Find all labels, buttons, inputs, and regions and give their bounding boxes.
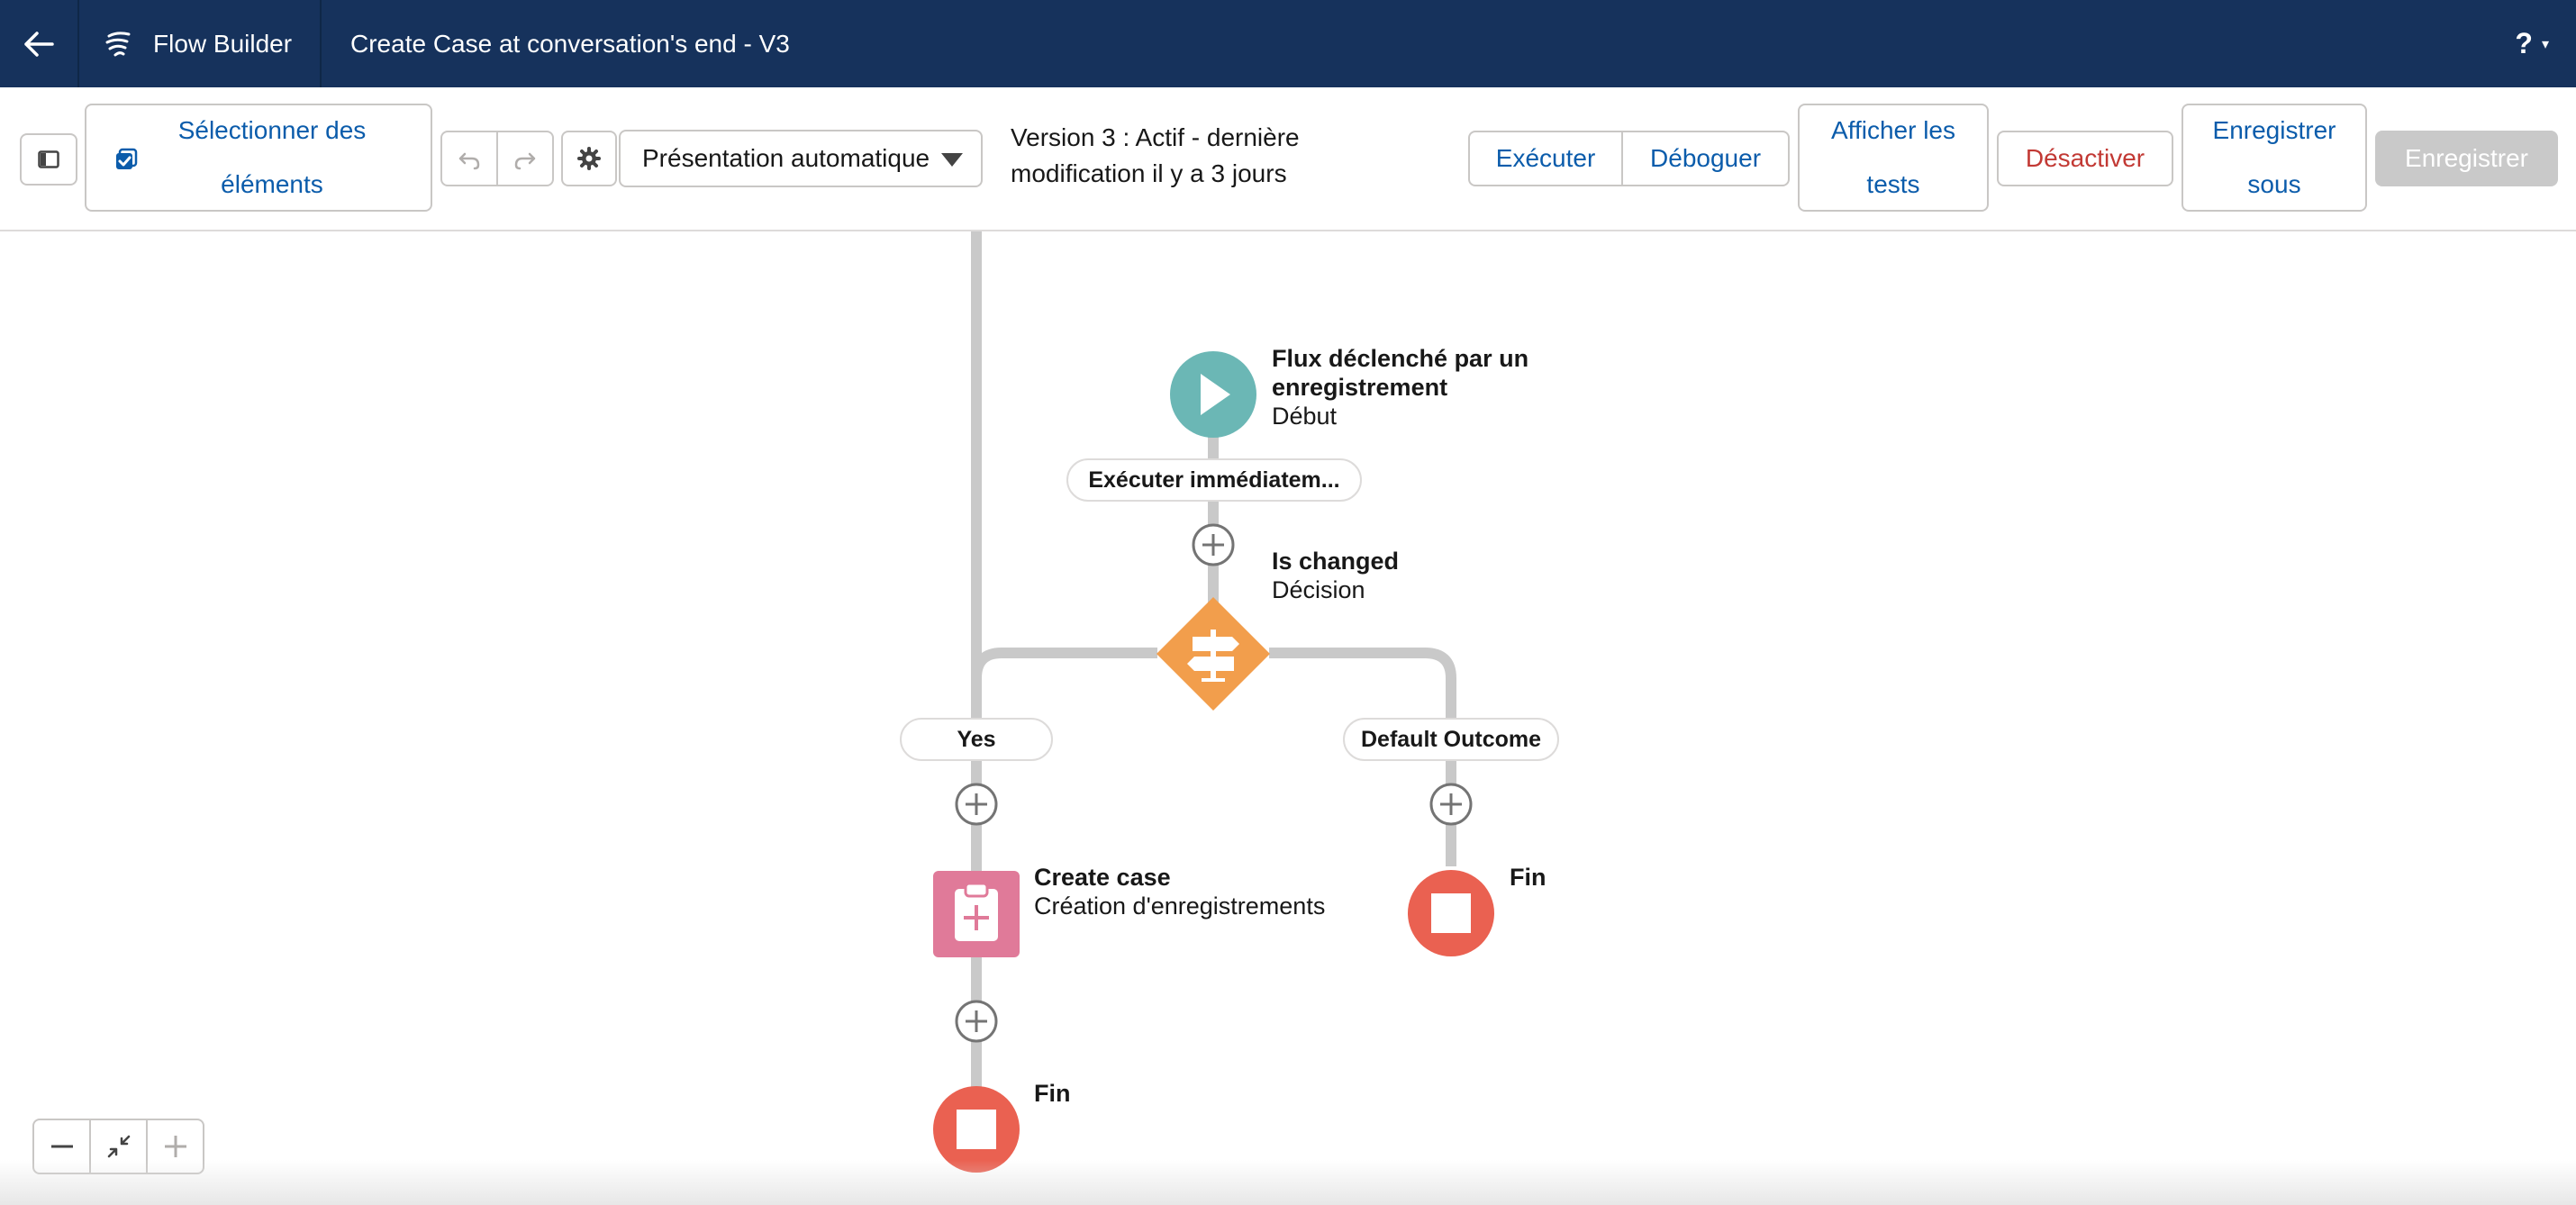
canvas-bottom-shade: [0, 1160, 2576, 1205]
flow-icon: [105, 31, 131, 56]
layout-select[interactable]: Présentation automatique: [619, 130, 983, 187]
app-brand: Flow Builder: [104, 0, 292, 87]
help-menu-button[interactable]: ? ▾: [2515, 0, 2549, 87]
end-node-left-title: Fin: [1034, 1080, 1071, 1107]
select-elements-label: Sélectionner des éléments: [178, 104, 367, 212]
save-as-label: Enregistrer sous: [2213, 104, 2336, 212]
run-debug-group: Exécuter Déboguer: [1468, 131, 1790, 186]
chevron-down-icon: [941, 153, 963, 167]
gear-icon: [577, 147, 601, 170]
start-node-label: Flux déclenché par un enregistrement Déb…: [1272, 344, 1528, 430]
view-tests-label-line1: Afficher les: [1831, 116, 1955, 144]
run-immediately-path-label[interactable]: Exécuter immédiatem...: [1066, 458, 1362, 502]
header-divider: [77, 0, 79, 87]
view-tests-label-line2: tests: [1866, 170, 1920, 198]
select-elements-button[interactable]: Sélectionner des éléments: [85, 104, 432, 212]
undo-redo-group: [440, 131, 554, 186]
end-node-left[interactable]: [933, 1086, 1020, 1173]
clipboard-add-icon: [955, 882, 998, 941]
version-status-line2: modification il y a 3 jours: [1011, 159, 1287, 187]
start-node-title-line1: Flux déclenché par un: [1272, 345, 1529, 372]
arrow-left-icon: [24, 31, 54, 57]
undo-icon: [458, 152, 480, 170]
view-tests-label: Afficher les tests: [1831, 104, 1955, 212]
settings-button[interactable]: [561, 131, 617, 186]
fit-view-icon: [107, 1135, 130, 1158]
checkbox-select-icon: [116, 148, 138, 169]
decision-node[interactable]: [1156, 597, 1270, 711]
add-element-button[interactable]: [955, 1000, 998, 1043]
outcome-default-label[interactable]: Default Outcome: [1343, 718, 1559, 761]
run-button[interactable]: Exécuter: [1495, 144, 1596, 172]
end-node-right-title: Fin: [1510, 864, 1547, 891]
signpost-icon: [1187, 630, 1239, 682]
redo-button[interactable]: [496, 132, 552, 185]
plus-icon: [966, 793, 987, 815]
undo-button[interactable]: [442, 132, 496, 185]
plus-icon: [164, 1136, 186, 1157]
stop-icon: [1431, 893, 1471, 933]
panel-toggle-icon: [38, 150, 59, 168]
toolbar: Sélectionner des éléments Présentation a…: [0, 87, 2576, 231]
create-case-node-type: Création d'enregistrements: [1034, 892, 1326, 920]
layout-select-value: Présentation automatique: [642, 144, 930, 172]
decision-node-type: Décision: [1272, 576, 1365, 603]
save-button[interactable]: Enregistrer: [2375, 131, 2558, 186]
flow-diagram: [933, 231, 1494, 1173]
flow-canvas[interactable]: Flux déclenché par un enregistrement Déb…: [0, 231, 2576, 1205]
app-name: Flow Builder: [153, 29, 293, 58]
chevron-down-icon: ▾: [2541, 36, 2549, 52]
back-button[interactable]: [0, 0, 77, 87]
save-as-button[interactable]: Enregistrer sous: [2181, 104, 2367, 212]
fit-view-button[interactable]: [89, 1120, 146, 1173]
select-elements-label-line1: Sélectionner des: [177, 116, 367, 144]
zoom-in-button[interactable]: [146, 1120, 203, 1173]
header-divider: [320, 0, 322, 87]
decision-node-title: Is changed: [1272, 548, 1400, 575]
end-node-right-label: Fin: [1510, 863, 1547, 892]
add-element-button[interactable]: [1192, 523, 1235, 566]
flow-title: Create Case at conversation's end - V3: [350, 30, 790, 58]
end-node-left-label: Fin: [1034, 1079, 1071, 1108]
decision-node-label: Is changed Décision: [1272, 547, 1399, 604]
help-icon: ?: [2515, 27, 2533, 59]
create-case-node-label: Create case Création d'enregistrements: [1034, 863, 1325, 920]
plus-icon: [1202, 534, 1224, 556]
add-element-button[interactable]: [955, 783, 998, 826]
save-as-label-line1: Enregistrer: [2212, 116, 2336, 144]
plus-icon: [1440, 793, 1462, 815]
plus-icon: [966, 1010, 987, 1032]
debug-button[interactable]: Déboguer: [1621, 132, 1788, 185]
zoom-out-button[interactable]: [34, 1120, 89, 1173]
create-case-node[interactable]: [933, 871, 1020, 957]
create-case-node-title: Create case: [1034, 864, 1171, 891]
start-node[interactable]: [1170, 351, 1256, 438]
view-tests-button[interactable]: Afficher les tests: [1798, 104, 1989, 212]
app-header: Flow Builder Create Case at conversation…: [0, 0, 2576, 87]
add-element-button[interactable]: [1429, 783, 1473, 826]
stop-icon: [957, 1110, 996, 1149]
end-node-right[interactable]: [1408, 870, 1494, 956]
save-as-label-line2: sous: [2247, 170, 2301, 198]
minus-icon: [50, 1145, 73, 1148]
version-status-line1: Version 3 : Actif - dernière: [1011, 123, 1300, 151]
start-node-type: Début: [1272, 403, 1338, 430]
redo-icon: [514, 152, 536, 170]
deactivate-button[interactable]: Désactiver: [1997, 131, 2173, 186]
select-elements-label-line2: éléments: [221, 170, 323, 198]
start-node-title-line2: enregistrement: [1272, 374, 1448, 401]
play-icon: [1201, 374, 1230, 415]
outcome-yes-label[interactable]: Yes: [900, 718, 1053, 761]
version-status: Version 3 : Actif - dernière modificatio…: [1011, 120, 1335, 192]
toggle-panel-button[interactable]: [20, 133, 77, 186]
